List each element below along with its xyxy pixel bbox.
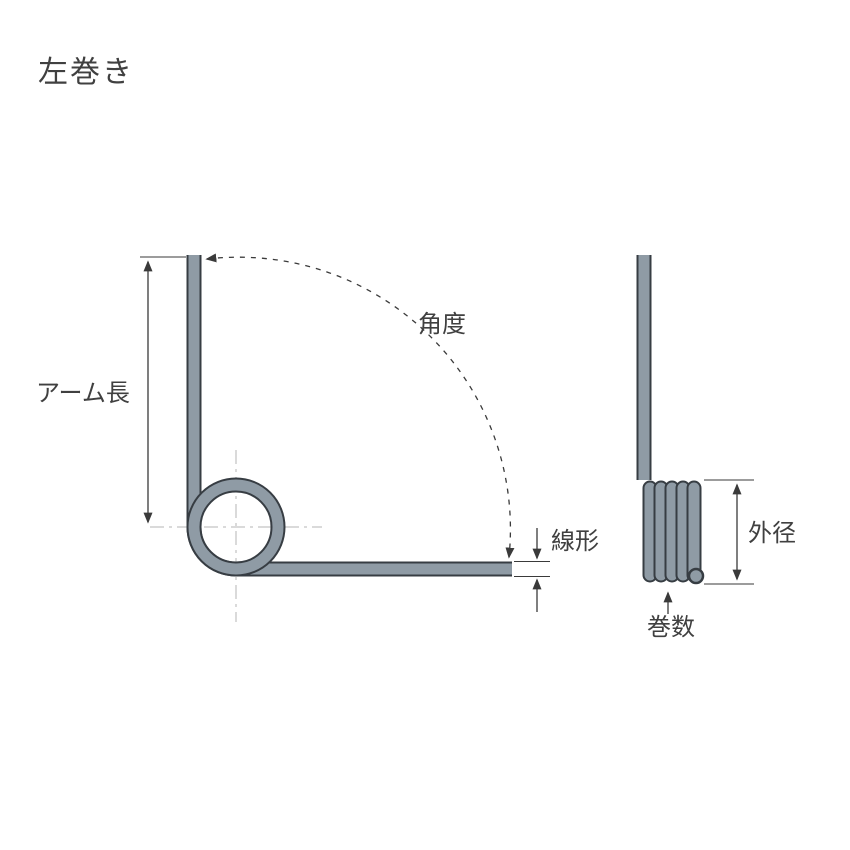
outer-diameter-dimension: 外径 bbox=[704, 479, 796, 585]
diagram-title: 左巻き bbox=[38, 56, 134, 89]
spring-side-view bbox=[636, 255, 705, 585]
coil-count-label: 巻数 bbox=[647, 614, 695, 641]
coil-count-callout: 巻数 bbox=[647, 591, 695, 641]
spring-front-view bbox=[186, 255, 512, 577]
angle-dimension: 角度 bbox=[205, 253, 515, 559]
arm-length-label: アーム長 bbox=[36, 380, 130, 407]
arm-length-dimension: アーム長 bbox=[36, 256, 186, 524]
outer-diameter-label: 外径 bbox=[748, 520, 796, 547]
spring-arm-body bbox=[188, 255, 512, 575]
wire-diameter-label: 線形 bbox=[551, 528, 599, 555]
side-coil-turns bbox=[642, 480, 705, 585]
wire-diameter-dimension: 線形 bbox=[514, 528, 599, 612]
angle-arc bbox=[205, 253, 515, 559]
angle-label: 角度 bbox=[418, 311, 466, 338]
wire-end-circle bbox=[687, 567, 705, 585]
spring-arm-outline bbox=[186, 255, 512, 577]
